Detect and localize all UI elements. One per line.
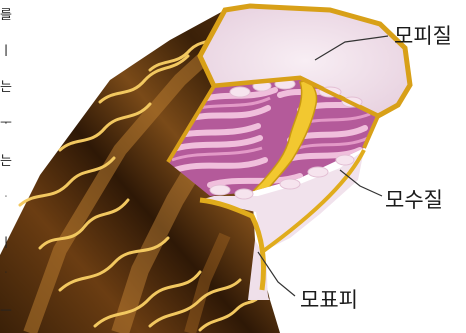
edge-char: 를 xyxy=(0,4,12,23)
medulla-label: 모수질 xyxy=(385,184,443,214)
edge-char: ㅣ xyxy=(0,232,12,251)
edge-char: ᅮ xyxy=(0,112,12,131)
edge-char: ᆞ xyxy=(0,186,12,205)
cortex-label: 모피질 xyxy=(394,20,452,50)
cuticle-label: 모표피 xyxy=(300,284,358,314)
cropped-left-edge-text: 를 ㅣ 는 ᅮ 는 ᆞ ㅣ ᆞ ᅳ xyxy=(0,0,18,333)
edge-char: ㅣ xyxy=(0,40,12,59)
edge-char: 는 xyxy=(0,76,12,95)
edge-char: ᆞ xyxy=(0,262,12,281)
edge-char: ᅳ xyxy=(0,300,12,319)
edge-char: 는 xyxy=(0,150,12,169)
